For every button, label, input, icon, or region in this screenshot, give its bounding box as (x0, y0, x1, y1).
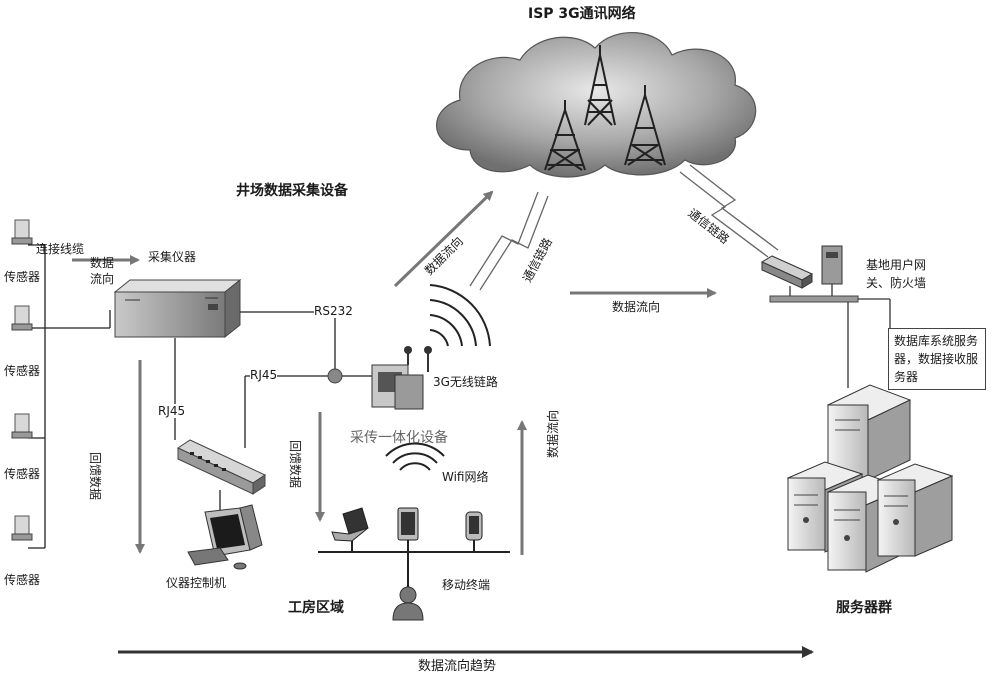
gateway-label-line1: 基地用户网 (866, 258, 926, 272)
server-icon (878, 464, 952, 556)
firewall-icon (822, 246, 842, 284)
wifi-label: Wifi网络 (442, 470, 489, 484)
integrated-device-icon (372, 346, 432, 409)
cloud-icon (437, 33, 756, 177)
gateway-label-line2: 关、防火墙 (866, 276, 926, 290)
cable-label: 连接线缆 (36, 242, 84, 256)
data-collector-icon (115, 280, 240, 337)
wifi-icon (386, 444, 444, 470)
feedback-label-center: 回馈数据 (288, 440, 302, 488)
controller-label: 仪器控制机 (166, 576, 226, 590)
db-server-label: 数据库系统服务器，数据接收服务器 (888, 328, 986, 390)
trend-label: 数据流向趋势 (418, 660, 496, 674)
flow-to-cloud-arrow (395, 192, 492, 286)
junction-node (328, 369, 342, 383)
desktop-computer-icon (188, 505, 262, 569)
mobile-label: 移动终端 (442, 578, 490, 592)
sensor-icon (12, 414, 32, 438)
rs232-label: RS232 (314, 304, 353, 318)
user-icon (393, 587, 423, 620)
flow-label-line1: 数据 (90, 256, 114, 270)
lan-bus (770, 284, 890, 388)
rj45-label-left: RJ45 (158, 404, 185, 418)
router-icon (762, 256, 812, 288)
server-icon (828, 385, 910, 480)
rj45-label-top: RJ45 (250, 368, 277, 382)
sensor-label-3: 传感器 (4, 467, 40, 481)
wireless-signal-icon (430, 285, 490, 346)
sensor-icon (12, 220, 32, 244)
collector-label: 采集仪器 (148, 250, 196, 264)
wellsite-label: 井场数据采集设备 (236, 183, 348, 199)
flow-right-label: 数据流向 (612, 300, 660, 314)
wireless-label: 3G无线链路 (433, 375, 498, 389)
workshop-label: 工房区域 (288, 600, 344, 616)
server-cluster-label: 服务器群 (836, 600, 892, 616)
sensor-icon (12, 516, 32, 540)
smartphone-icon (466, 512, 482, 540)
backflow-label-left: 回馈数据 (88, 452, 102, 500)
laptop-icon (332, 508, 368, 541)
connection-lines (175, 312, 395, 512)
cloud-title: ISP 3G通讯网络 (528, 6, 636, 22)
device-label: 采传一体化设备 (350, 430, 448, 446)
sensor-label-1: 传感器 (4, 270, 40, 284)
sensor-label-4: 传感器 (4, 573, 40, 587)
sensor-column (28, 245, 110, 548)
tablet-icon (398, 508, 418, 540)
flow-up-label: 数据流向 (546, 410, 560, 458)
flow-label-line2: 流向 (90, 272, 114, 286)
network-switch-icon (178, 440, 265, 494)
sensor-label-2: 传感器 (4, 364, 40, 378)
sensor-icon (12, 306, 32, 330)
